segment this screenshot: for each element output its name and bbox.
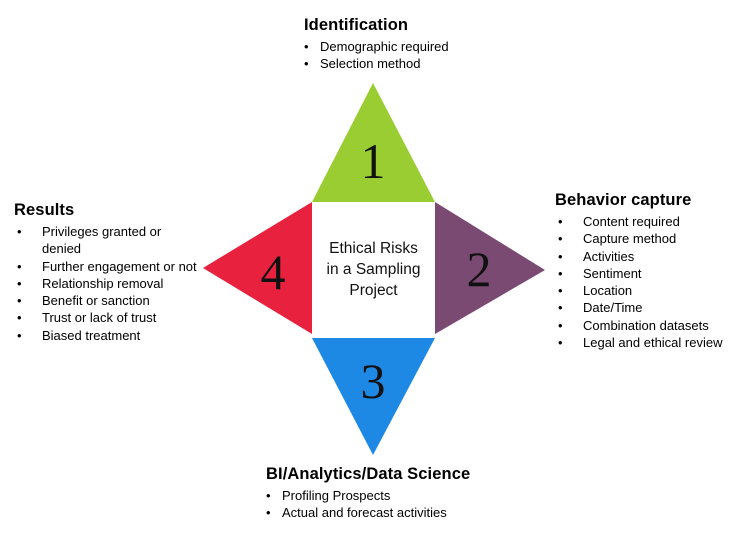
list-item: Profiling Prospects — [266, 487, 606, 505]
triangle-3-analytics — [312, 338, 435, 455]
triangle-2-behavior-capture — [435, 202, 545, 334]
analytics-block: BI/Analytics/Data Science Profiling Pros… — [266, 465, 606, 522]
list-item: Legal and ethical review — [555, 334, 745, 352]
list-item: Biased treatment — [14, 327, 214, 345]
identification-block: Identification Demographic required Sele… — [304, 16, 604, 73]
identification-title: Identification — [304, 16, 409, 34]
list-item: Demographic required — [304, 38, 604, 56]
list-item: Actual and forecast activities — [266, 504, 606, 522]
triangle-1-number: 1 — [361, 133, 386, 189]
list-item: Location — [555, 282, 745, 300]
list-item: Benefit or sanction — [14, 292, 214, 310]
center-box — [312, 202, 435, 336]
list-item: Sentiment — [555, 265, 745, 283]
list-item: Relationship removal — [14, 275, 214, 293]
identification-list: Demographic required Selection method — [304, 38, 604, 73]
list-item: Capture method — [555, 230, 745, 248]
list-item-line: Privileges granted or — [42, 224, 162, 239]
list-item: Combination datasets — [555, 317, 745, 335]
triangle-2-number: 2 — [467, 241, 492, 297]
list-item-line: denied — [42, 241, 82, 257]
center-label-line: Ethical Risks — [329, 240, 418, 257]
list-item: Content required — [555, 213, 745, 231]
center-label: Ethical Risks in a Sampling Project — [312, 238, 435, 301]
behavior-capture-title: Behavior capture — [555, 191, 692, 209]
triangle-4-number: 4 — [261, 244, 286, 300]
results-block: Results Privileges granted or denied Fur… — [14, 201, 214, 344]
list-item: Trust or lack of trust — [14, 309, 214, 327]
results-title: Results — [14, 201, 75, 219]
analytics-list: Profiling Prospects Actual and forecast … — [266, 487, 606, 522]
list-item: Selection method — [304, 55, 604, 73]
triangle-4-results — [203, 202, 312, 334]
analytics-title: BI/Analytics/Data Science — [266, 465, 471, 483]
list-item: Date/Time — [555, 299, 745, 317]
behavior-capture-list: Content required Capture method Activiti… — [555, 213, 745, 352]
triangle-3-number: 3 — [361, 353, 386, 409]
list-item: Activities — [555, 248, 745, 266]
results-list: Privileges granted or denied Further eng… — [14, 223, 214, 344]
list-item: Further engagement or not — [14, 258, 214, 276]
center-label-line: Project — [349, 282, 398, 299]
triangle-1-identification — [312, 83, 435, 202]
center-label-line: in a Sampling — [326, 261, 421, 278]
behavior-capture-block: Behavior capture Content required Captur… — [555, 191, 745, 352]
list-item: Privileges granted or denied — [14, 223, 214, 258]
